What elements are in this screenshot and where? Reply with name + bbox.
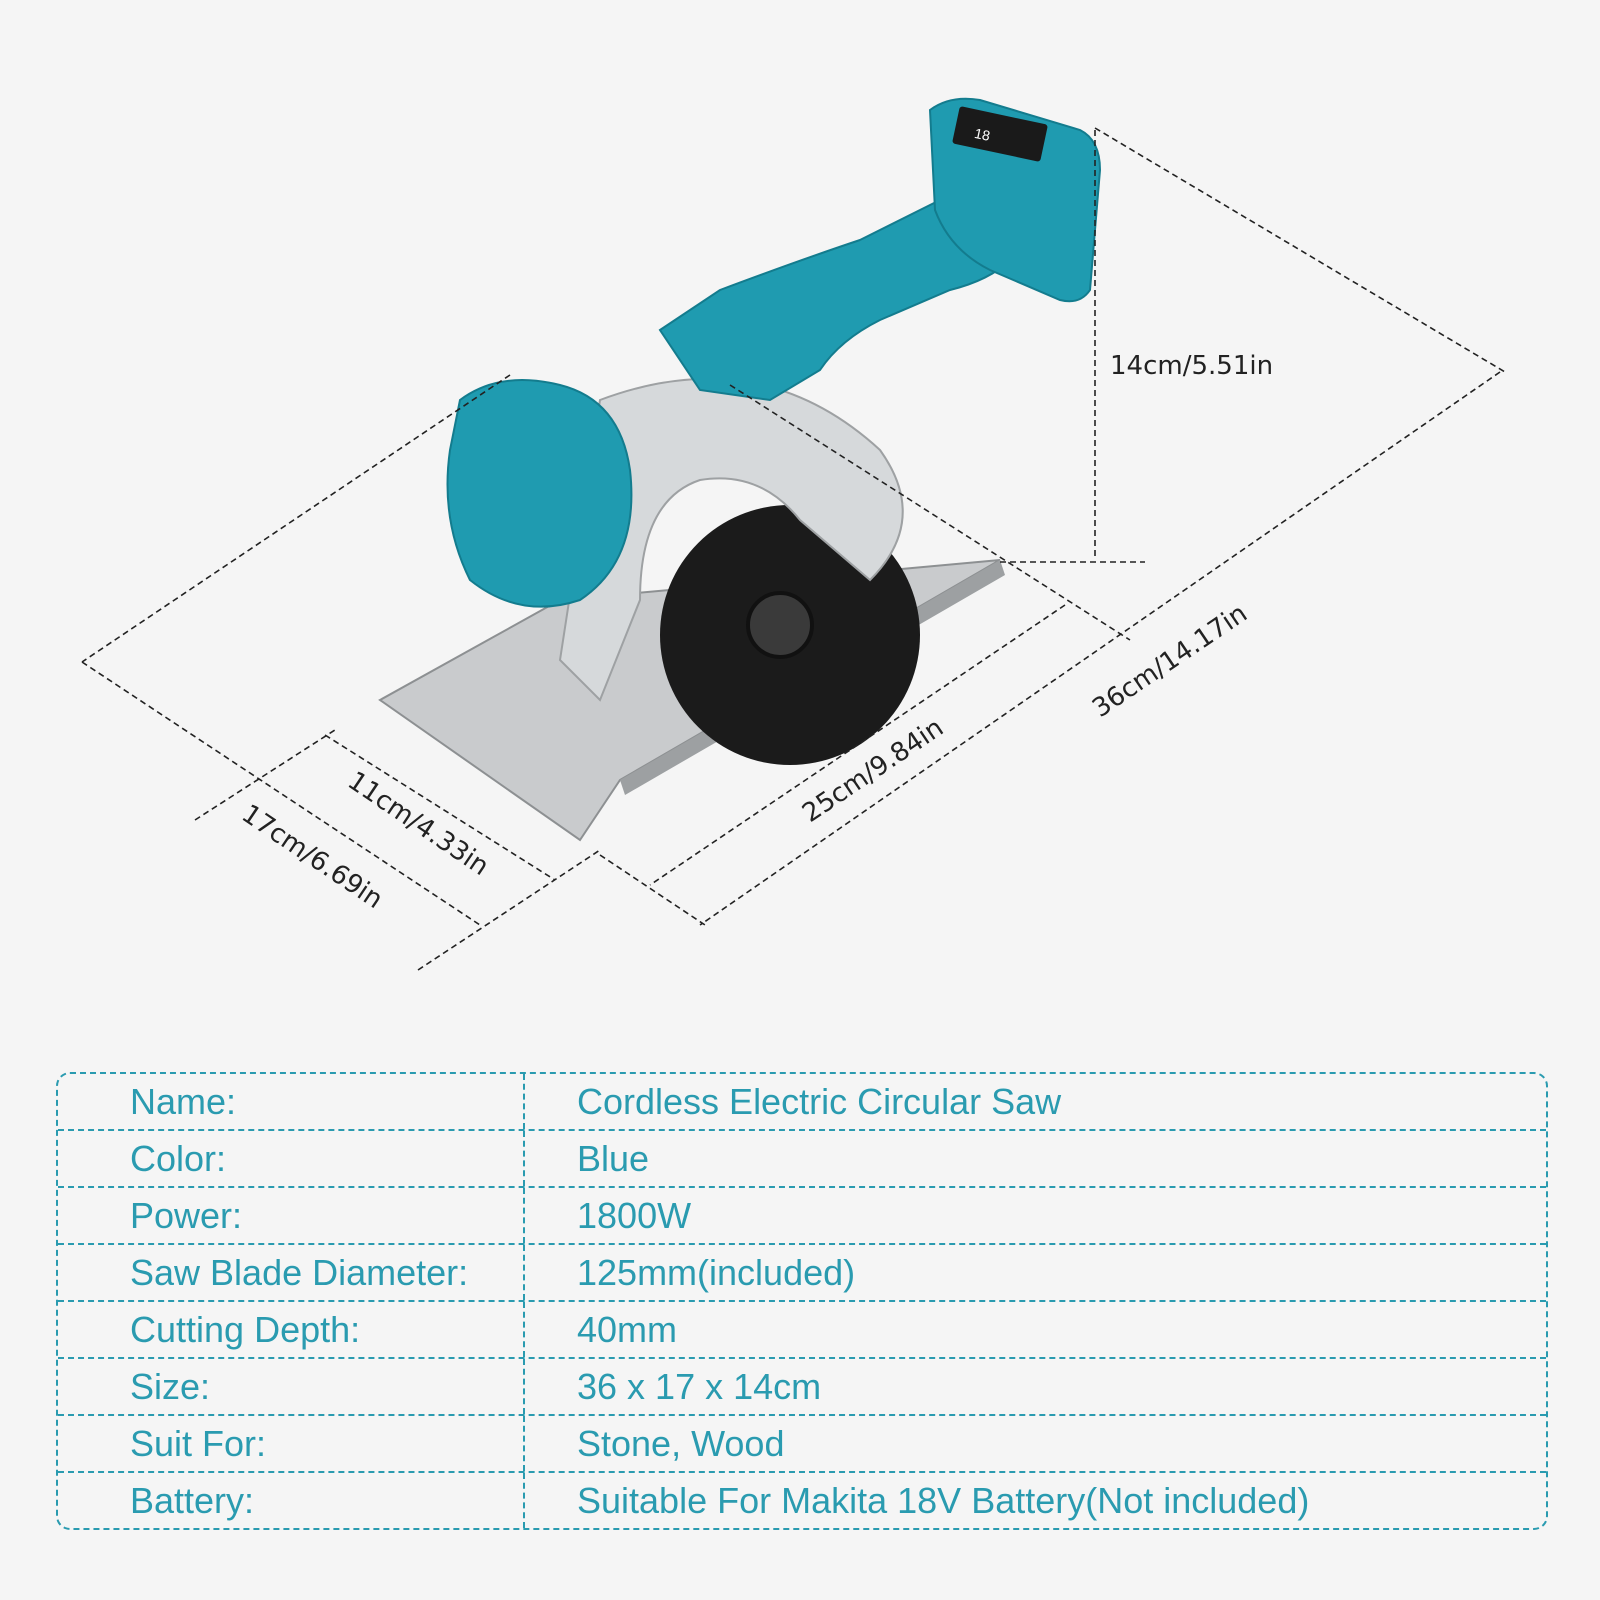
spec-value: Suitable For Makita 18V Battery(Not incl… — [577, 1480, 1310, 1521]
spec-key: Name: — [58, 1074, 525, 1129]
dim-line-tick-a — [194, 729, 336, 821]
spec-key: Battery: — [58, 1473, 525, 1528]
dim-label-height: 14cm/5.51in — [1110, 351, 1273, 381]
spec-key: Color: — [58, 1131, 525, 1186]
spec-value: Cordless Electric Circular Saw — [577, 1081, 1062, 1122]
dim-line-base-top — [729, 384, 1131, 641]
spec-row-size: Size: 36 x 17 x 14cm — [58, 1357, 1546, 1414]
spec-key: Size: — [58, 1359, 525, 1414]
spec-value: 40mm — [577, 1309, 678, 1350]
dim-label-length: 36cm/14.17in — [1087, 598, 1253, 723]
spec-row-cutting-depth: Cutting Depth: 40mm — [58, 1300, 1546, 1357]
battery-mount — [928, 97, 1102, 303]
battery-label-panel — [952, 106, 1048, 162]
spec-row-blade-diameter: Saw Blade Diameter: 125mm(included) — [58, 1243, 1546, 1300]
spec-row-color: Color: Blue — [58, 1129, 1546, 1186]
dim-line-tick-b — [417, 849, 601, 971]
dim-label-base-width: 11cm/4.33in — [342, 766, 494, 882]
dim-line-length — [699, 371, 1501, 926]
spec-row-suit-for: Suit For: Stone, Wood — [58, 1414, 1546, 1471]
dim-line-base — [649, 604, 1066, 886]
spec-value: Stone, Wood — [577, 1423, 785, 1464]
spec-value: 125mm(included) — [577, 1252, 856, 1293]
dim-line-length-top — [1094, 127, 1506, 373]
spec-value: 36 x 17 x 14cm — [577, 1366, 822, 1407]
dim-label-width: 17cm/6.69in — [236, 799, 388, 915]
spec-value: 1800W — [577, 1195, 692, 1236]
spec-key: Power: — [58, 1188, 525, 1243]
spec-row-power: Power: 1800W — [58, 1186, 1546, 1243]
blade-arbor — [746, 591, 814, 659]
spec-row-battery: Battery: Suitable For Makita 18V Battery… — [58, 1471, 1546, 1528]
dim-line-width-left — [81, 374, 511, 663]
dim-line-base-width — [324, 734, 556, 881]
battery-display: 18 — [973, 125, 992, 144]
saw-illustration: 18 14cm/5.51in 36cm/14.17in 25cm/9.84in … — [81, 97, 1506, 971]
motor-housing — [446, 379, 633, 608]
spec-key: Cutting Depth: — [58, 1302, 525, 1357]
dim-line-base-bottom — [599, 854, 706, 926]
spec-key: Saw Blade Diameter: — [58, 1245, 525, 1300]
spec-value: Blue — [577, 1138, 650, 1179]
spec-table: Name: Cordless Electric Circular Saw Col… — [56, 1072, 1548, 1530]
spec-row-name: Name: Cordless Electric Circular Saw — [58, 1074, 1546, 1129]
spec-key: Suit For: — [58, 1416, 525, 1471]
